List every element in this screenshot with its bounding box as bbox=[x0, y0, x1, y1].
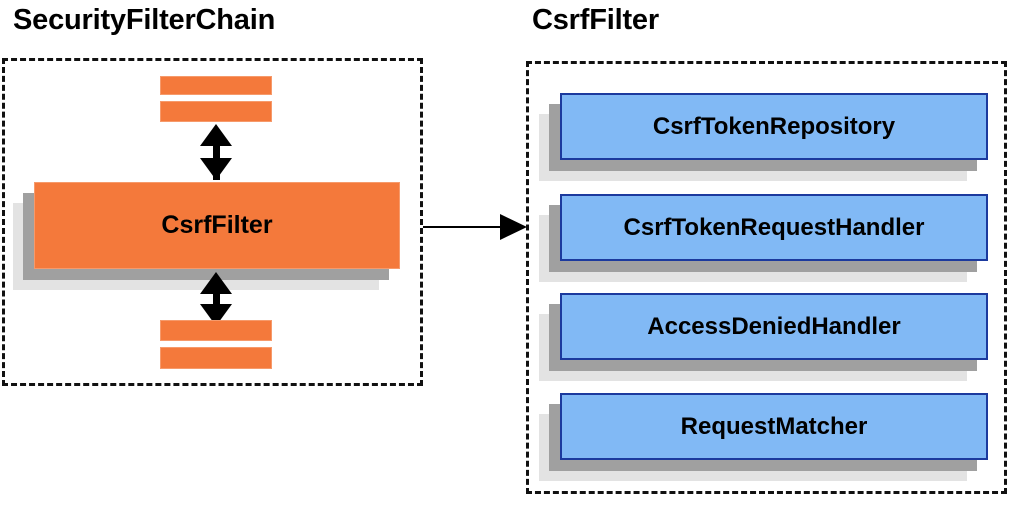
arrowhead-up-top-icon bbox=[200, 124, 232, 146]
connector-shaft bbox=[423, 226, 503, 228]
arrowhead-right-icon bbox=[500, 214, 527, 240]
filter-bar-top-2 bbox=[160, 101, 272, 122]
node-face: RequestMatcher bbox=[560, 393, 988, 460]
node-label-csrf-filter: CsrfFilter bbox=[161, 211, 273, 239]
left-panel-title: SecurityFilterChain bbox=[13, 4, 276, 36]
node-face: AccessDeniedHandler bbox=[560, 293, 988, 360]
node-label-csrf-token-repository: CsrfTokenRepository bbox=[652, 112, 896, 140]
node-csrf-token-repository[interactable]: CsrfTokenRepository bbox=[539, 93, 988, 181]
node-csrf-filter[interactable]: CsrfFilter bbox=[13, 182, 400, 290]
security-filter-chain-container bbox=[2, 58, 423, 386]
filter-bar-bottom-2 bbox=[160, 347, 272, 369]
filter-bar-top-1 bbox=[160, 76, 272, 95]
node-request-matcher[interactable]: RequestMatcher bbox=[539, 393, 988, 481]
arrowhead-down-top-icon bbox=[200, 158, 232, 180]
node-face: CsrfFilter bbox=[34, 182, 400, 269]
filter-bar-bottom-1 bbox=[160, 320, 272, 341]
csrf-filter-container bbox=[526, 61, 1007, 494]
node-label-csrf-token-request-handler: CsrfTokenRequestHandler bbox=[623, 213, 925, 241]
right-panel-title: CsrfFilter bbox=[532, 4, 659, 36]
node-face: CsrfTokenRequestHandler bbox=[560, 194, 988, 261]
node-label-request-matcher: RequestMatcher bbox=[680, 412, 868, 440]
node-csrf-token-request-handler[interactable]: CsrfTokenRequestHandler bbox=[539, 194, 988, 282]
node-face: CsrfTokenRepository bbox=[560, 93, 988, 160]
arrowhead-up-bottom-icon bbox=[200, 272, 232, 294]
node-access-denied-handler[interactable]: AccessDeniedHandler bbox=[539, 293, 988, 381]
node-label-access-denied-handler: AccessDeniedHandler bbox=[647, 312, 901, 340]
